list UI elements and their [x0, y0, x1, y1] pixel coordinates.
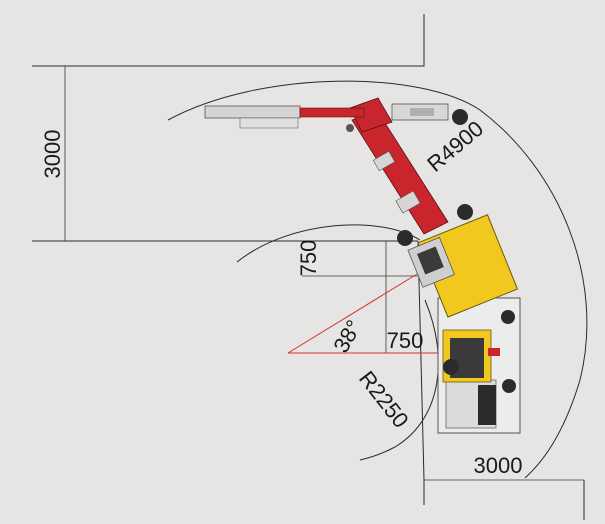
wheel-right-rear: [502, 379, 516, 393]
label-r2250: R2250: [354, 366, 414, 432]
machine-boom: [349, 97, 449, 235]
front-wheel-right: [457, 204, 473, 220]
angle-line-upper: [287, 259, 441, 354]
carrier-red-fitting: [488, 348, 500, 356]
front-wheel-left: [397, 230, 413, 246]
wheel-left: [443, 359, 459, 375]
label-3000-vertical: 3000: [40, 130, 65, 179]
inner-turning-arc-top: [236, 224, 421, 263]
label-750-vertical: 750: [296, 240, 321, 277]
feed-beam-motor: [410, 108, 434, 116]
boom-clamp-lower: [395, 190, 421, 214]
upper-wall: [32, 14, 425, 67]
label-3000-horizontal: 3000: [474, 453, 523, 478]
wheel-right-front: [501, 310, 515, 324]
outer-turning-arc: [167, 80, 588, 479]
feed-beam-carriage: [239, 117, 299, 129]
machine-front-chassis: [407, 214, 519, 318]
front-cab-window: [417, 246, 444, 275]
machine-feed-beam: [204, 103, 468, 132]
label-angle-38: 38°: [328, 316, 366, 357]
carrier-rear-block: [478, 385, 496, 425]
feed-beam-red-section: [299, 107, 365, 118]
boom-clamp-upper: [372, 150, 396, 172]
feed-beam-left-section: [204, 105, 301, 119]
feed-beam-end-wheel: [452, 109, 468, 125]
label-r4900: R4900: [422, 116, 488, 177]
label-750-horizontal: 750: [387, 328, 424, 353]
feed-beam-joint: [346, 124, 354, 132]
boom-head: [349, 97, 393, 133]
inner-turning-arc-bottom: [359, 299, 439, 461]
machine-carrier: [437, 297, 521, 434]
